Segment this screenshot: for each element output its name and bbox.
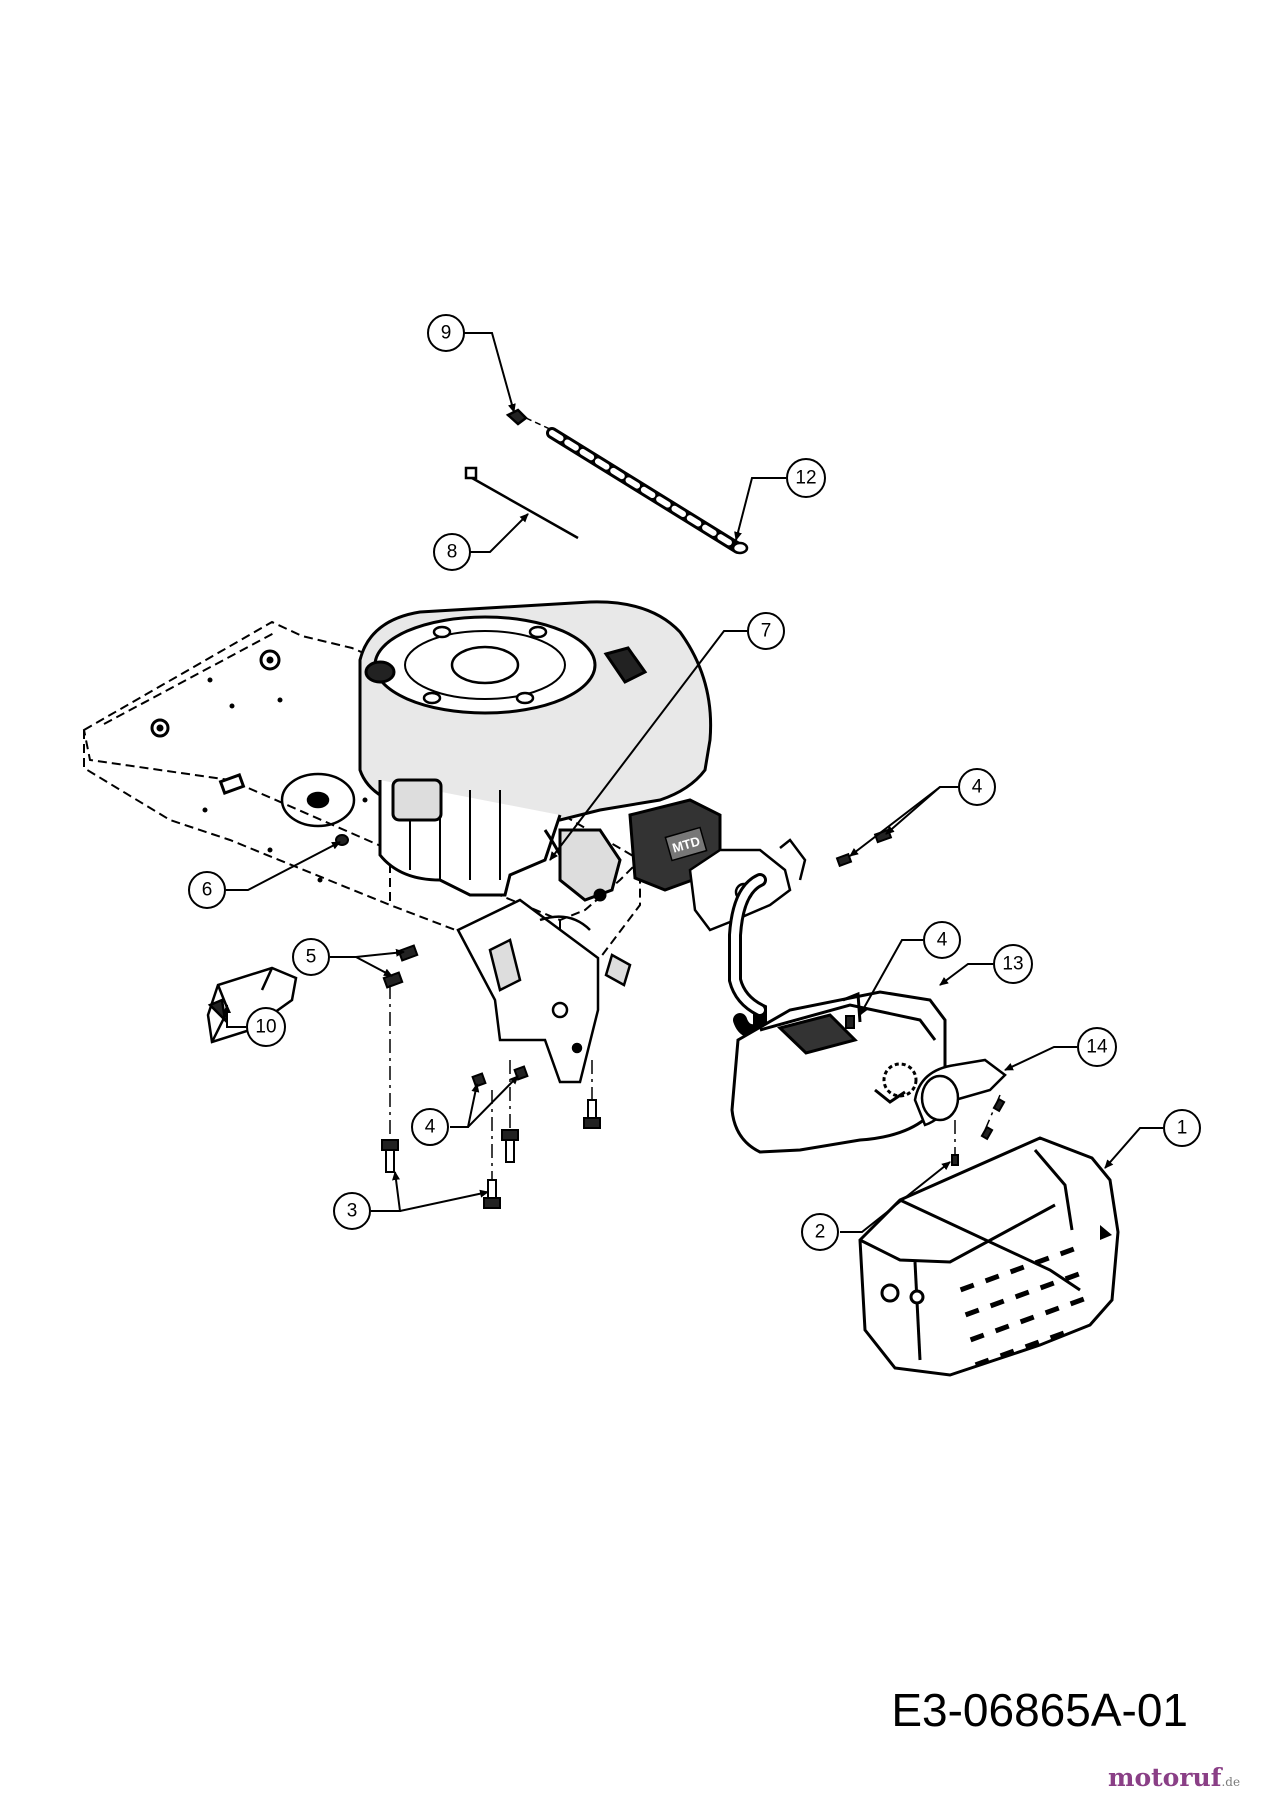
callout-3-label: 3 (347, 1201, 358, 1222)
callout-1-label: 1 (1177, 1118, 1188, 1139)
callout-4-right-label: 4 (972, 777, 983, 798)
callout-12-label: 12 (795, 468, 816, 489)
callout-5-label: 5 (306, 947, 317, 968)
callout-7-label: 7 (761, 621, 772, 642)
exhaust-pipe (728, 873, 767, 1039)
chassis-holes (150, 649, 423, 883)
callout-14: 14 (1077, 1027, 1117, 1067)
callout-12: 12 (786, 458, 826, 498)
callout-10-label: 10 (255, 1017, 276, 1038)
callout-8-label: 8 (447, 542, 458, 563)
drawing-code: E3-06865A-01 (891, 1684, 1188, 1736)
callout-4-left-label: 4 (425, 1117, 436, 1138)
callout-2-label: 2 (815, 1222, 826, 1243)
cable-tie (464, 466, 579, 540)
callout-1: 1 (1163, 1109, 1201, 1147)
watermark-suffix: .de (1221, 1775, 1241, 1789)
callout-6: 6 (188, 871, 226, 909)
callout-14-label: 14 (1086, 1037, 1108, 1058)
callout-4-muffler-label: 4 (937, 930, 948, 951)
muffler (730, 990, 947, 1154)
pto-pulley (280, 772, 356, 828)
callouts: 9 12 8 7 4 6 5 10 (188, 314, 1201, 1251)
callout-4-muffler: 4 (923, 921, 961, 959)
callout-9: 9 (427, 314, 465, 352)
bolts (381, 1099, 601, 1209)
mount-bracket-left (456, 898, 632, 1084)
callout-3: 3 (333, 1192, 371, 1230)
watermark-logo: motoruf.de (1108, 1762, 1258, 1794)
hose-clip (505, 408, 528, 426)
engine-badge: MTD (671, 833, 702, 855)
leader-lines (223, 332, 1163, 1233)
watermark-main: motoruf (1108, 1763, 1222, 1792)
muffler-deflector (913, 1058, 1007, 1127)
muffler-guard-louvers (959, 1225, 1112, 1368)
center-lines (389, 985, 1001, 1180)
callout-7: 7 (747, 612, 785, 650)
engine: MTD (358, 600, 722, 902)
callout-4-right: 4 (958, 768, 996, 806)
dipstick-tube (546, 427, 749, 555)
muffler-guard (858, 1136, 1120, 1377)
callout-8: 8 (433, 533, 471, 571)
callout-2: 2 (801, 1213, 839, 1251)
callout-4-left: 4 (411, 1108, 449, 1146)
heat-shield (206, 966, 298, 1044)
callout-5: 5 (292, 938, 330, 976)
callout-13: 13 (993, 944, 1033, 984)
callout-10: 10 (246, 1007, 286, 1047)
callout-13-label: 13 (1002, 954, 1023, 975)
callout-6-label: 6 (202, 880, 213, 901)
callout-9-label: 9 (441, 323, 452, 344)
